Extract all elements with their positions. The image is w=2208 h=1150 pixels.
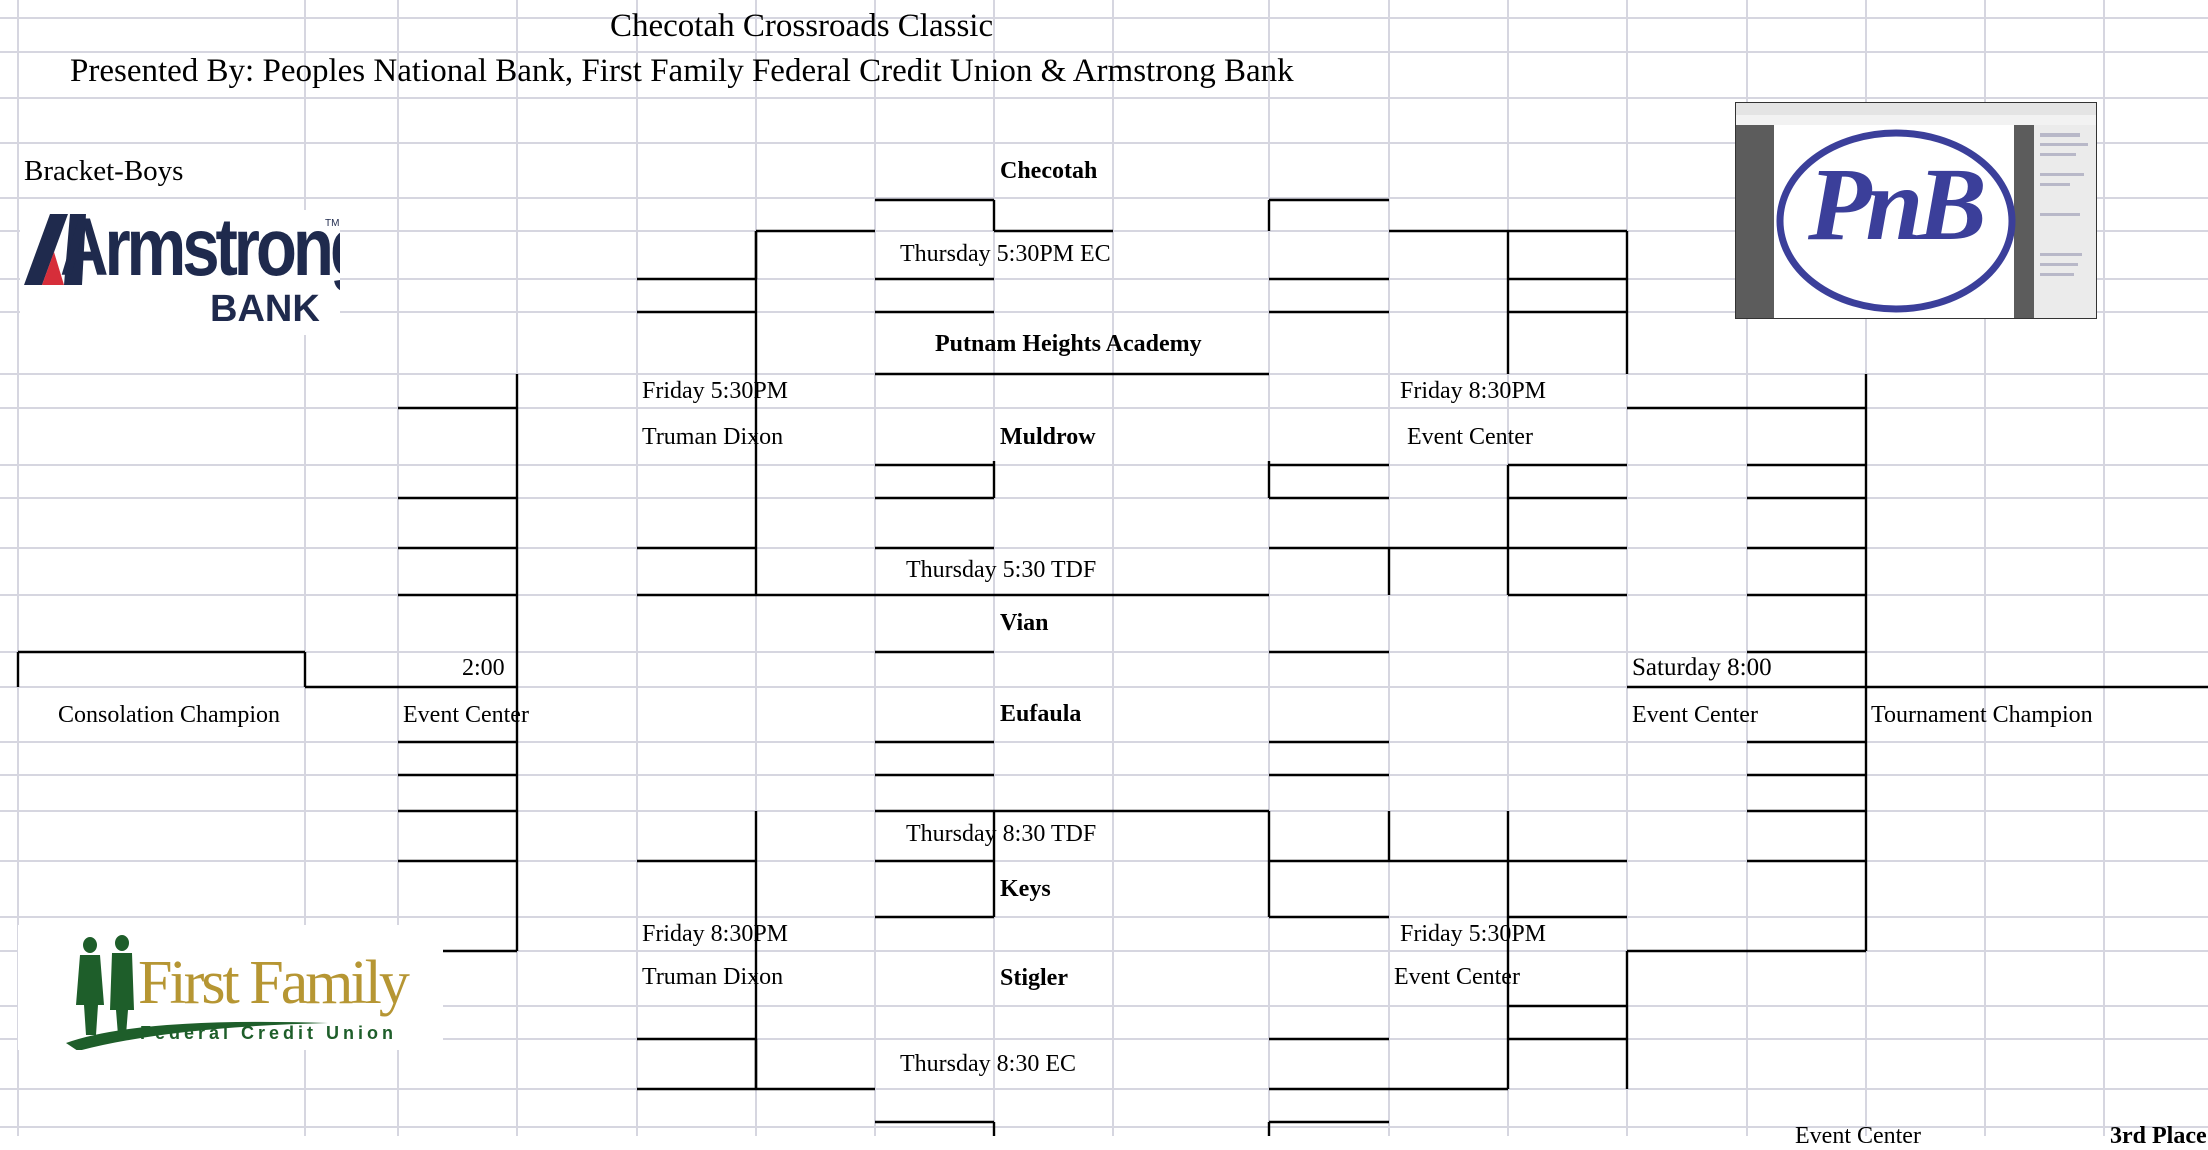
final-site: Event Center	[1632, 702, 1758, 728]
semi-right-bot-time: Friday 5:30PM	[1400, 921, 1547, 947]
final-time: Saturday 8:00	[1632, 654, 1772, 681]
team-stigler: Stigler	[1000, 965, 1068, 991]
semi-right-top-time: Friday 8:30PM	[1400, 378, 1547, 404]
first-family-logo: First Family Federal Credit Union	[18, 925, 443, 1050]
semi-left-top-time: Friday 5:30PM	[642, 378, 789, 404]
team-checotah: Checotah	[1000, 158, 1098, 184]
game1-time: Thursday 5:30PM EC	[900, 241, 1111, 267]
semi-right-top-site: Event Center	[1407, 424, 1533, 450]
pnb-text: PnB	[1808, 147, 1987, 262]
armstrong-tm: TM	[325, 218, 340, 229]
consolation-time: 2:00	[462, 655, 505, 681]
semi-left-bot-site: Truman Dixon	[642, 964, 784, 990]
team-muldrow: Muldrow	[1000, 424, 1096, 450]
game4-time: Thursday 8:30 EC	[900, 1051, 1076, 1077]
team-keys: Keys	[1000, 876, 1051, 902]
first-family-sub: Federal Credit Union	[140, 1023, 398, 1043]
team-putnam-heights-academy: Putnam Heights Academy	[935, 331, 1202, 357]
team-eufaula: Eufaula	[1000, 701, 1082, 727]
first-family-word: First Family	[138, 949, 410, 1017]
game3-time: Thursday 8:30 TDF	[906, 821, 1097, 847]
third-place-site: Event Center	[1795, 1123, 1921, 1149]
pnb-logo: PnB	[1735, 102, 2097, 319]
armstrong-bank-logo: Armstrong TM BANK	[20, 210, 340, 335]
team-vian: Vian	[1000, 610, 1049, 636]
presented-by: Presented By: Peoples National Bank, Fir…	[70, 53, 1294, 89]
semi-right-bot-site: Event Center	[1394, 964, 1520, 990]
consolation-champion-label: Consolation Champion	[58, 702, 280, 728]
bracket-lines	[16, 198, 2208, 1136]
game2-time: Thursday 5:30 TDF	[906, 557, 1097, 583]
bracket-label: Bracket-Boys	[24, 155, 184, 187]
third-place-label: 3rd Place	[2110, 1123, 2207, 1149]
consolation-site: Event Center	[403, 702, 529, 728]
tournament-title: Checotah Crossroads Classic	[610, 8, 994, 44]
semi-left-top-site: Truman Dixon	[642, 424, 784, 450]
armstrong-bank-word: BANK	[210, 288, 320, 330]
semi-left-bot-time: Friday 8:30PM	[642, 921, 789, 947]
tournament-champion-label: Tournament Champion	[1871, 702, 2093, 728]
armstrong-word: Armstrong	[60, 210, 340, 293]
